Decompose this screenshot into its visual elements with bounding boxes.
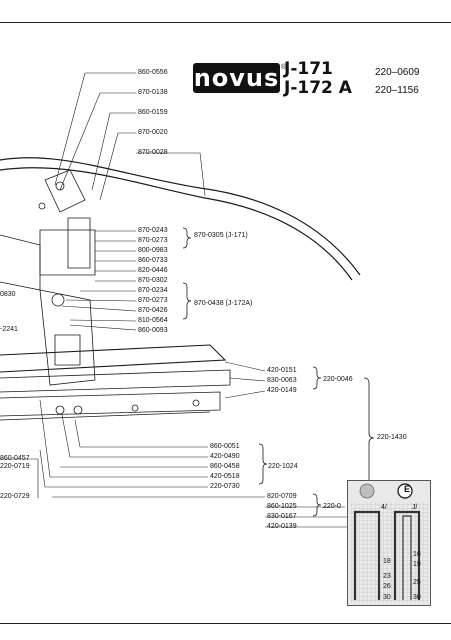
staple-size-right: 30 <box>413 594 421 601</box>
part-label: 860-0458 <box>210 463 240 470</box>
part-label: 0830 <box>0 291 16 298</box>
trigger-block <box>67 217 91 269</box>
code-220-0609: 220–0609 <box>375 67 420 78</box>
staple-shape-4 <box>353 510 381 600</box>
staple-shape-j <box>393 510 421 600</box>
part-label: -2241 <box>0 326 18 333</box>
pivot-screw-2 <box>38 202 46 210</box>
part-label: 870-0028 <box>138 149 168 156</box>
staple-size-left: 26 <box>383 583 391 590</box>
part-label: 860-1025 <box>267 503 297 510</box>
part-label: 870-0243 <box>138 227 168 234</box>
part-label: 870-0138 <box>138 89 168 96</box>
magazine-base <box>0 391 221 417</box>
model-j172a: J-172 A <box>284 78 352 98</box>
novus-logo: novus <box>193 63 280 93</box>
part-label: 220-0730 <box>210 483 240 490</box>
part-label: 860-0733 <box>138 257 168 264</box>
body-left <box>0 234 41 291</box>
part-label: 860-0556 <box>138 69 168 76</box>
part-label: 830-0167 <box>267 513 297 520</box>
top-rule <box>0 22 451 23</box>
staple-size-right: 16 <box>413 551 421 558</box>
part-label: 860-0093 <box>138 327 168 334</box>
staple-size-left: 23 <box>383 573 391 580</box>
part-label: 870-0234 <box>138 287 168 294</box>
staple-size-right: 25 <box>413 579 421 586</box>
staple-size-left: 18 <box>383 558 391 565</box>
bottom-rule <box>0 623 451 624</box>
registered-mark: ® <box>281 64 287 71</box>
part-label: 870-0273 <box>138 297 168 304</box>
model-j171: J-171 <box>284 59 333 79</box>
magazine-spring <box>0 369 231 393</box>
part-label: 820-0709 <box>267 493 297 500</box>
group-j172a-label: 870-0438 (J-172A) <box>194 300 253 307</box>
part-label: 870-0302 <box>138 277 168 284</box>
part-label: 830-0063 <box>267 377 297 384</box>
hinge-block <box>44 169 86 213</box>
part-label: 810-0564 <box>138 317 168 324</box>
group-magazine-label: 220-0046 <box>323 376 353 383</box>
group-base-label: 220-1024 <box>268 463 298 470</box>
arm-outer <box>0 157 361 276</box>
part-label: 800-0983 <box>138 247 168 254</box>
part-label: 220-0719 <box>0 463 30 470</box>
staple-type-dot <box>359 483 375 499</box>
magazine-top <box>0 344 227 373</box>
base-edge <box>0 411 211 421</box>
part-label: 870-0273 <box>138 237 168 244</box>
group-j171-label: 870-0305 (J-171) <box>194 232 248 239</box>
part-label: 860-0159 <box>138 109 168 116</box>
group-all-label: 220-1430 <box>377 434 407 441</box>
staple-size-right: 19 <box>413 561 421 568</box>
staple-size-left: 30 <box>383 594 391 601</box>
staple-shape-j-inner <box>402 515 412 600</box>
part-label: 870-0020 <box>138 129 168 136</box>
code-220-1156: 220–1156 <box>375 85 419 96</box>
staple-left-header: 4/ <box>381 504 387 511</box>
arm-inner <box>0 167 353 281</box>
lever-screw <box>51 293 65 307</box>
slot-plate <box>54 334 81 366</box>
part-label: 860-0457 <box>0 455 30 462</box>
part-label: 420-0490 <box>210 453 240 460</box>
part-label: 420-0139 <box>267 523 297 530</box>
part-label: 420-0151 <box>267 367 297 374</box>
lever-plate <box>39 289 96 386</box>
staple-type-e-badge <box>397 483 413 499</box>
staple-badge-letter: E <box>404 484 411 494</box>
part-label: 820-0446 <box>138 267 168 274</box>
staple-gauge-card <box>347 480 431 606</box>
part-label: 420-0149 <box>267 387 297 394</box>
part-label: 220-0729 <box>0 493 30 500</box>
body-block <box>39 229 96 276</box>
part-label: 420-0518 <box>210 473 240 480</box>
part-label: 860-0051 <box>210 443 240 450</box>
group-staple-label: 220-0 <box>323 503 341 510</box>
part-label: 870-0426 <box>138 307 168 314</box>
staple-right-header: J/ <box>412 504 418 511</box>
